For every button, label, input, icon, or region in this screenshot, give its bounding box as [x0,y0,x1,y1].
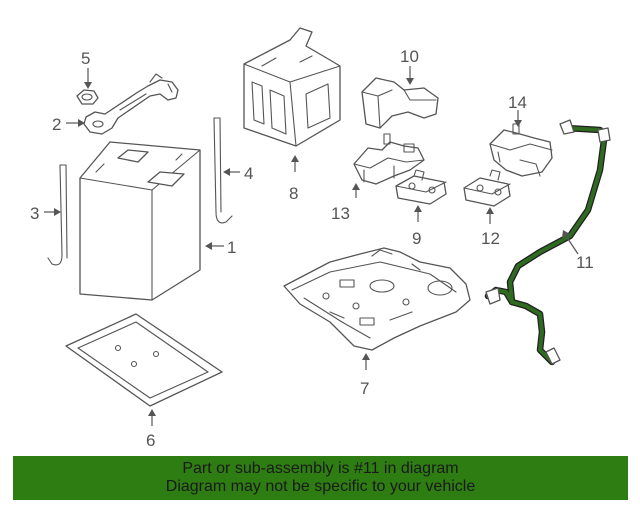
leader-7 [362,353,370,370]
part-7-bracket[interactable] [283,247,471,351]
leader-12 [486,207,494,224]
callout-4: 4 [244,164,253,183]
leader-10 [406,66,414,85]
part-9-clamp[interactable] [395,169,447,205]
part-11-battery-cable[interactable] [484,119,611,366]
callout-8: 8 [289,184,298,203]
info-banner: Part or sub-assembly is #11 in diagram D… [13,456,628,500]
part-5-nut[interactable] [76,89,99,105]
callout-14: 14 [508,93,527,112]
leader-8 [291,155,299,172]
callout-3: 3 [30,204,39,223]
leader-13 [352,183,360,198]
banner-line-1: Part or sub-assembly is #11 in diagram [182,460,459,477]
callout-2: 2 [52,115,61,134]
leader-4 [223,168,240,176]
part-4-j-bolt[interactable] [213,117,233,224]
leader-14 [514,110,522,127]
part-8-cover[interactable] [243,27,341,147]
callout-13: 13 [331,204,350,223]
callout-9: 9 [412,229,421,248]
callout-10: 10 [400,47,419,66]
callout-1: 1 [227,238,236,257]
part-2-clamp[interactable] [83,73,179,135]
leader-3 [44,208,61,216]
part-13-terminal[interactable] [353,133,425,185]
part-14-terminal[interactable] [489,123,553,177]
leader-2 [66,119,85,127]
parts-diagram: 5 2 3 4 [30,27,611,450]
callout-7: 7 [360,379,369,398]
part-12-clamp[interactable] [463,169,511,207]
leader-11 [562,230,579,255]
part-1-battery[interactable] [79,141,201,301]
part-10-terminal-cover[interactable] [361,77,439,129]
callout-5: 5 [81,49,90,68]
callout-12: 12 [481,229,500,248]
leader-1 [205,242,224,250]
callout-11: 11 [576,253,594,272]
part-6-tray[interactable] [65,313,223,407]
callout-6: 6 [146,431,155,450]
part-3-j-bolt[interactable] [47,164,68,266]
leader-6 [148,409,156,426]
leader-9 [414,205,422,222]
leader-5 [84,68,92,89]
banner-line-2: Diagram may not be specific to your vehi… [165,478,476,495]
